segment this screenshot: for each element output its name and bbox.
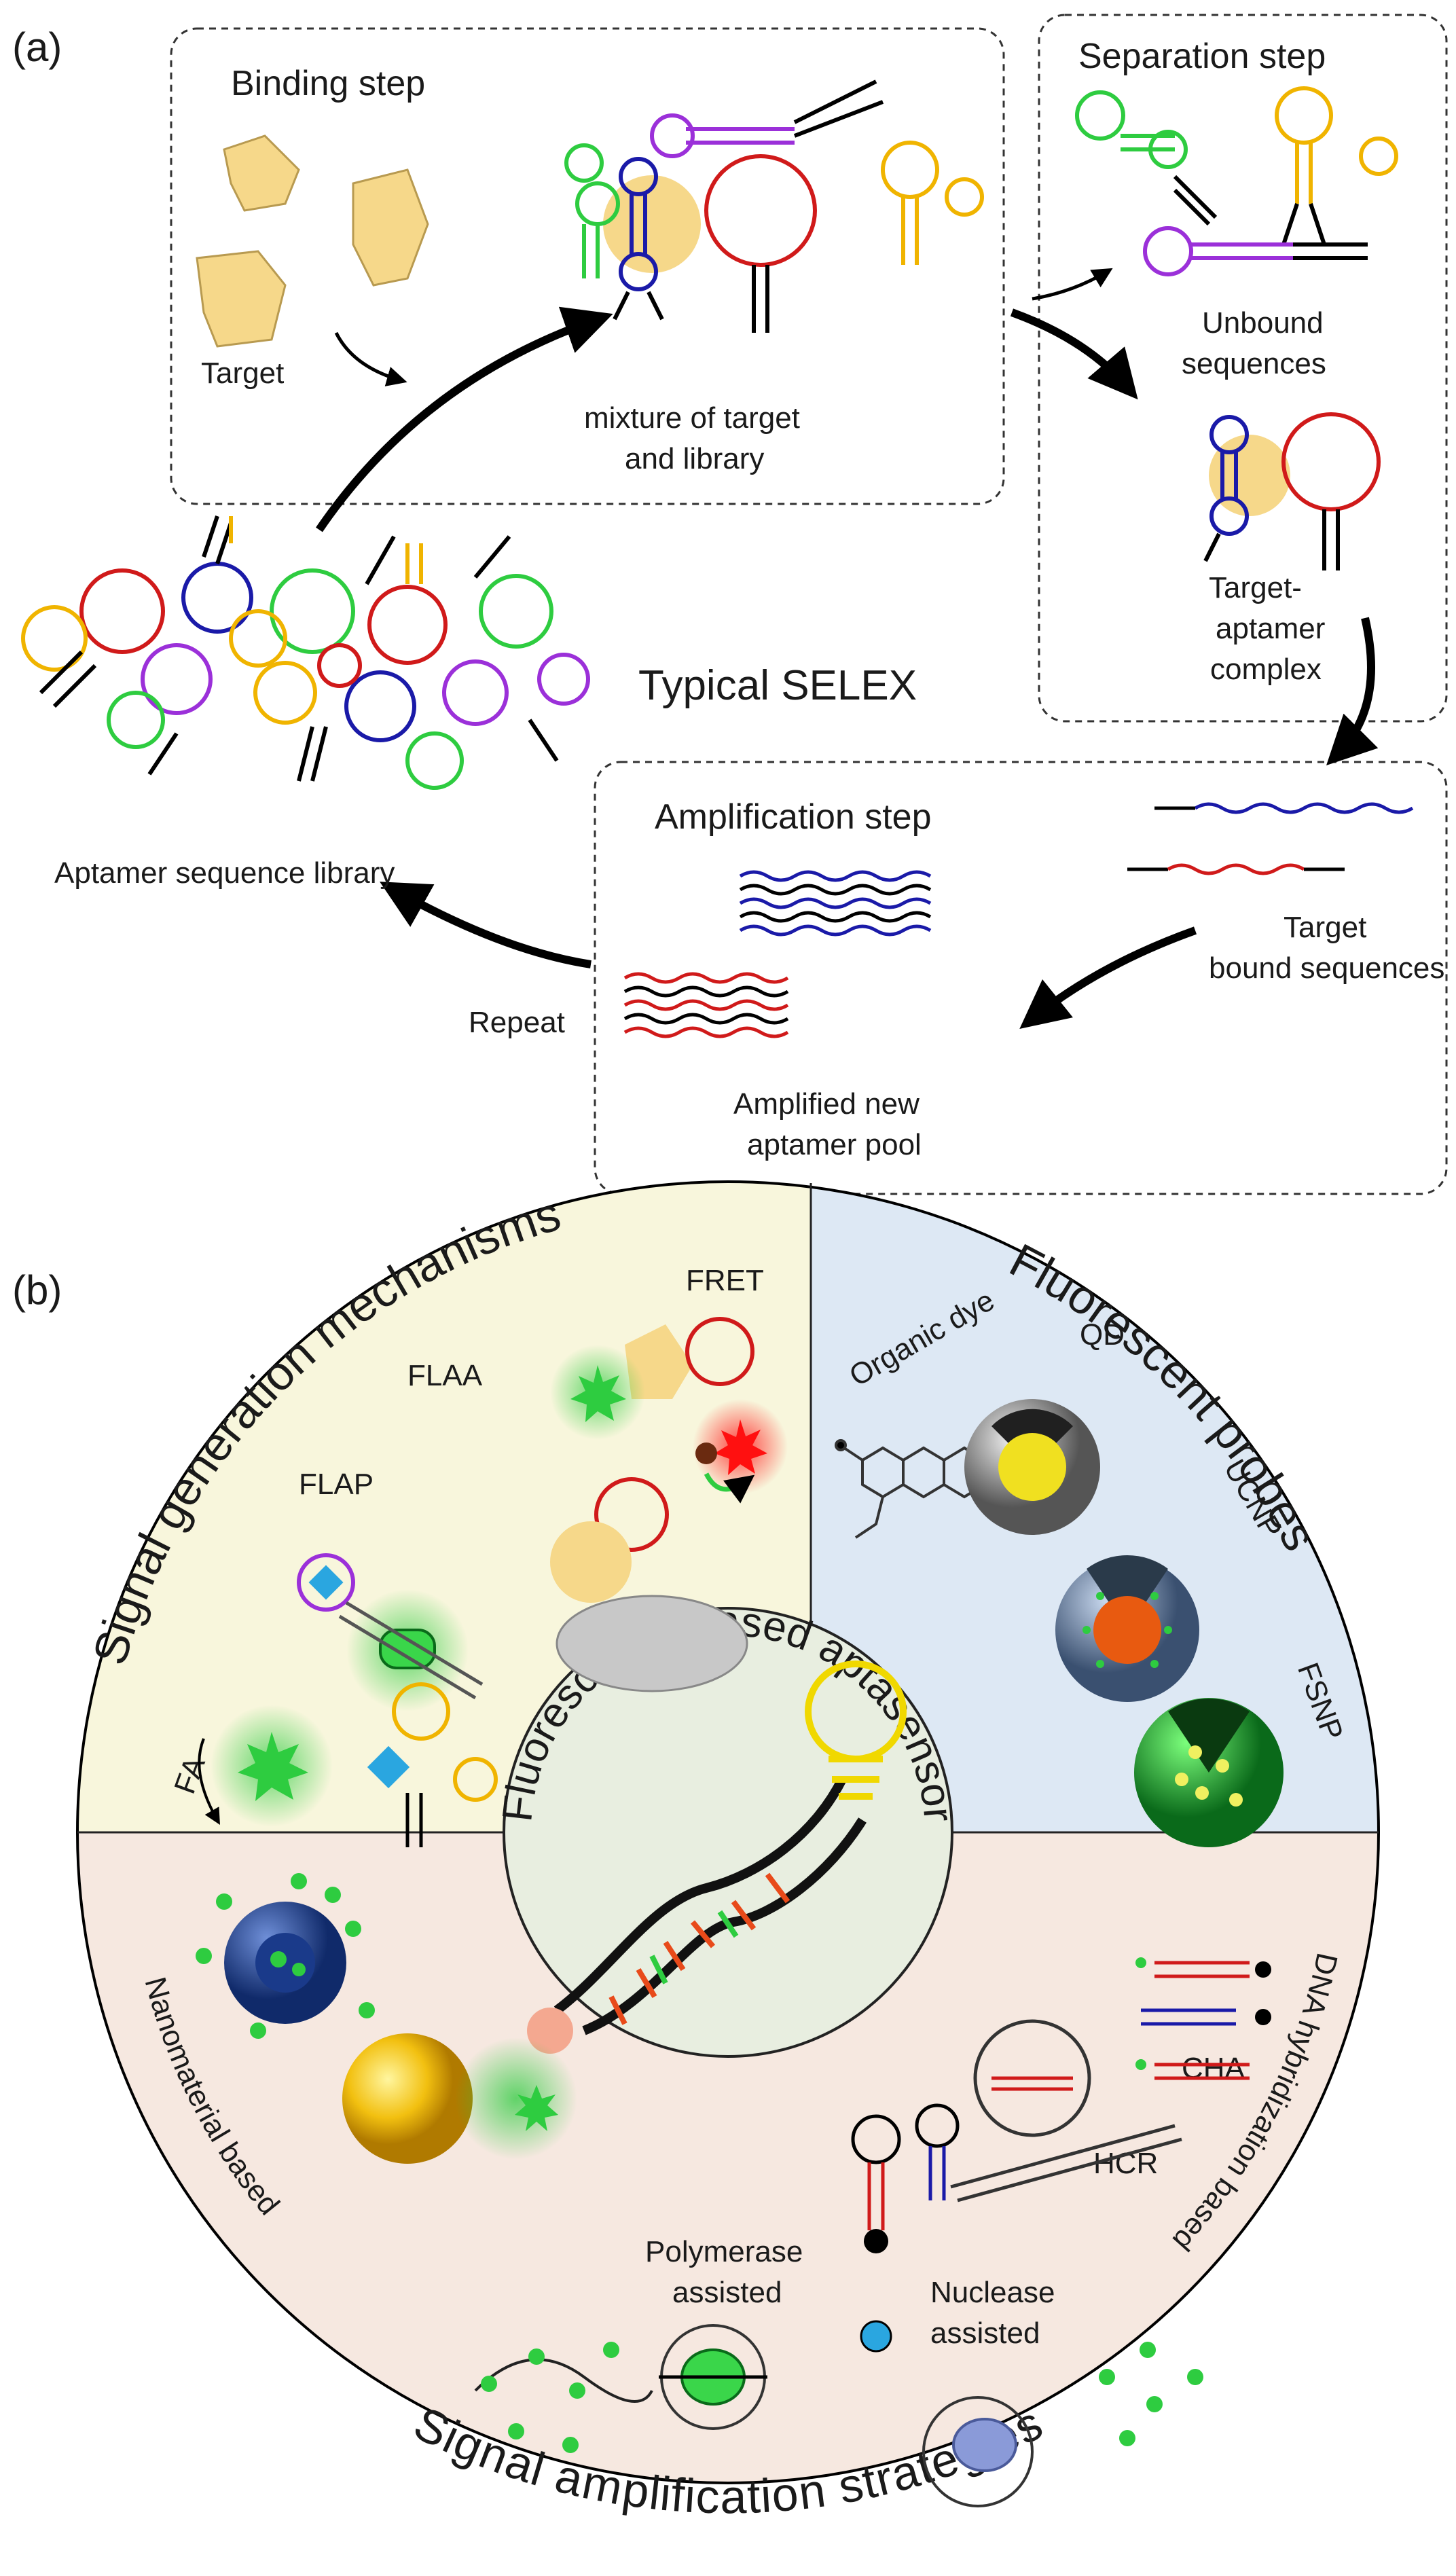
panel-b-label: (b) [12,1267,62,1313]
organic-dye-structure-icon [835,1439,1015,1539]
amplification-step-box [594,761,1448,1195]
complex-label-line1: Target- [1209,571,1302,604]
center-circle [503,1607,953,2058]
mixture-aptamers-icon [564,79,984,333]
binding-step-title: Binding step [231,64,425,103]
panel-a: (a) Binding step Separation step Amplifi… [12,14,1448,1195]
separation-to-amplification-arrow [1326,617,1379,765]
hcr-label: HCR [1093,2147,1158,2180]
ucnp-icon [1055,1555,1199,1702]
flaa-label: FLAA [407,1359,483,1392]
nuclease-cycle-icon [860,2320,1203,2507]
target-aptamer-complex-icon [1203,412,1381,570]
quantum-dot-icon [964,1399,1100,1535]
amplification-step-title: Amplification step [655,797,932,837]
selex-title: Typical SELEX [638,662,917,709]
pool-label-line1: Amplified new [733,1087,920,1121]
bound-sequences-icon [1127,802,1414,875]
fret-aptamer-icon [625,1317,788,1504]
mixture-label-line1: mixture of target [584,401,800,435]
amplified-pool-icon [623,870,932,1038]
nuclease-label-line2: assisted [930,2317,1040,2350]
mixture-label-line2: and library [625,442,764,475]
bound-label-line1: Target [1284,911,1366,944]
qd-label: QD [1080,1318,1125,1352]
bound-to-amplified-arrow [1019,926,1197,1029]
target-label: Target [201,357,284,390]
target-arrow [334,331,407,386]
panel-a-label: (a) [12,24,62,70]
panel-b: (b) Signal generation mechanisms Fluores… [12,1180,1380,2524]
hybridization-icon [851,1957,1271,2253]
polymerase-label-line1: Polymerase [645,2235,803,2268]
complex-label-line3: complex [1210,653,1322,686]
nuclease-label-line1: Nuclease [930,2276,1055,2309]
cha-label: CHA [1182,2052,1245,2085]
repeat-arrow [380,882,592,968]
lightbulb-icon [805,1661,907,1800]
flap-label: FLAP [299,1468,374,1501]
separation-step-box [1038,14,1448,723]
aptamer-library-icon [21,515,590,790]
fret-label: FRET [686,1264,764,1297]
polymerase-cycle-icon [474,2324,767,2453]
repeat-label: Repeat [469,1006,565,1039]
unbound-aptamers-icon [1075,86,1398,276]
binding-to-separation-arrow [1010,308,1138,400]
unbound-arrow [1032,268,1113,301]
unbound-label-line1: Unbound [1202,306,1324,340]
target-molecules-icon [196,134,429,348]
bound-label-line2: bound sequences [1209,951,1444,985]
polymerase-label-line2: assisted [672,2276,782,2309]
fsnp-icon [1134,1698,1284,1847]
separation-step-title: Separation step [1078,37,1326,76]
nanomaterial-sphere-icon [196,1873,577,2164]
library-to-binding-arrow [316,306,613,532]
flaa-aptamer-icon [550,1345,748,1692]
unbound-label-line2: sequences [1182,347,1326,380]
fa-aptamer-icon [198,1682,498,1847]
binding-step-box [170,27,1005,505]
complex-label-line2: aptamer [1216,612,1325,645]
pool-label-line2: aptamer pool [747,1128,922,1161]
library-label: Aptamer sequence library [54,856,395,890]
